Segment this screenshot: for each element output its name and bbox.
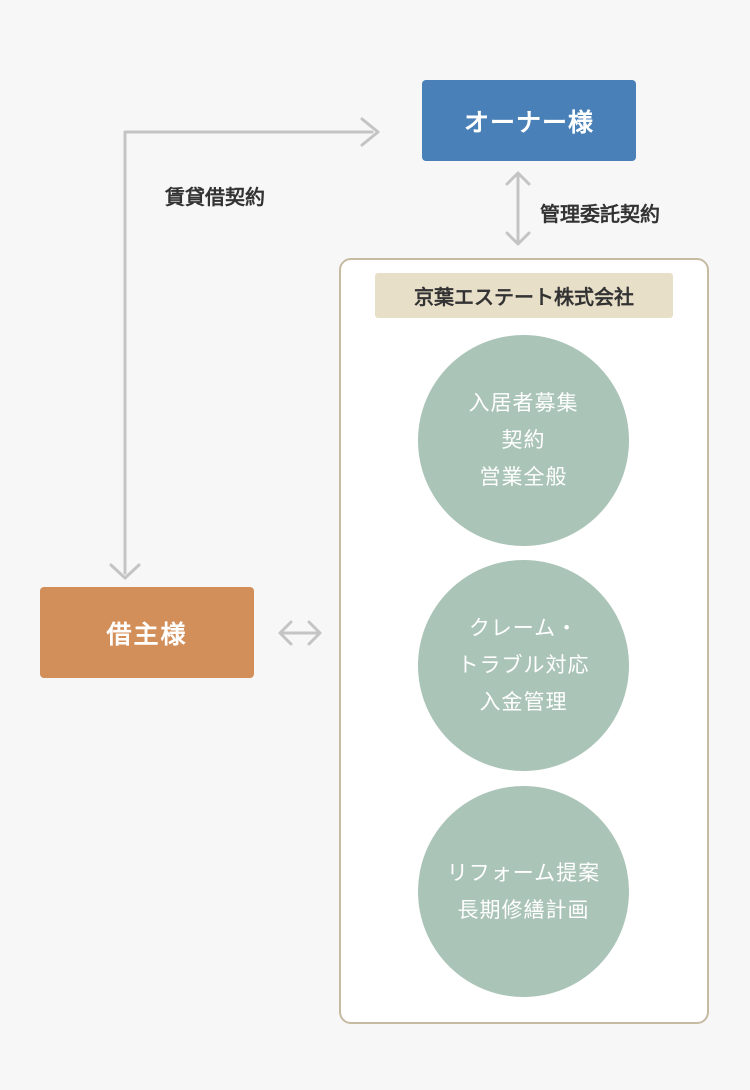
lease-connector (123, 130, 374, 575)
service-line: 入居者募集 (468, 391, 579, 415)
company-name: 京葉エステート株式会社 (375, 273, 673, 318)
lease-arrowhead-tenant (109, 563, 141, 580)
service-line: 入金管理 (479, 690, 568, 714)
service-line: 長期修繕計画 (457, 897, 590, 922)
service-circle-leasing: 入居者募集 契約 営業全般 (418, 335, 629, 546)
owner-label: オーナー様 (463, 107, 594, 137)
lease-arrowhead-owner (360, 117, 380, 147)
owner-box: オーナー様 (422, 80, 636, 161)
tenant-box: 借主様 (40, 587, 254, 678)
management-arrowhead-up (505, 171, 531, 186)
service-line: トラブル対応 (457, 653, 590, 677)
tenant-company-arrowhead-left (278, 620, 293, 646)
tenant-label: 借主様 (106, 619, 188, 649)
tenant-company-arrowhead-right (307, 620, 322, 646)
service-line: 契約 (501, 428, 546, 452)
service-line: クレーム・ (468, 616, 579, 640)
service-line: リフォーム提案 (446, 860, 601, 885)
service-circle-maintenance: リフォーム提案 長期修繕計画 (418, 786, 629, 997)
service-circle-support: クレーム・ トラブル対応 入金管理 (418, 560, 629, 771)
management-arrowhead-down (505, 231, 531, 246)
service-line: 営業全般 (479, 465, 568, 489)
management-contract-label: 管理委託契約 (540, 202, 660, 226)
lease-contract-label: 賃貸借契約 (165, 185, 265, 209)
